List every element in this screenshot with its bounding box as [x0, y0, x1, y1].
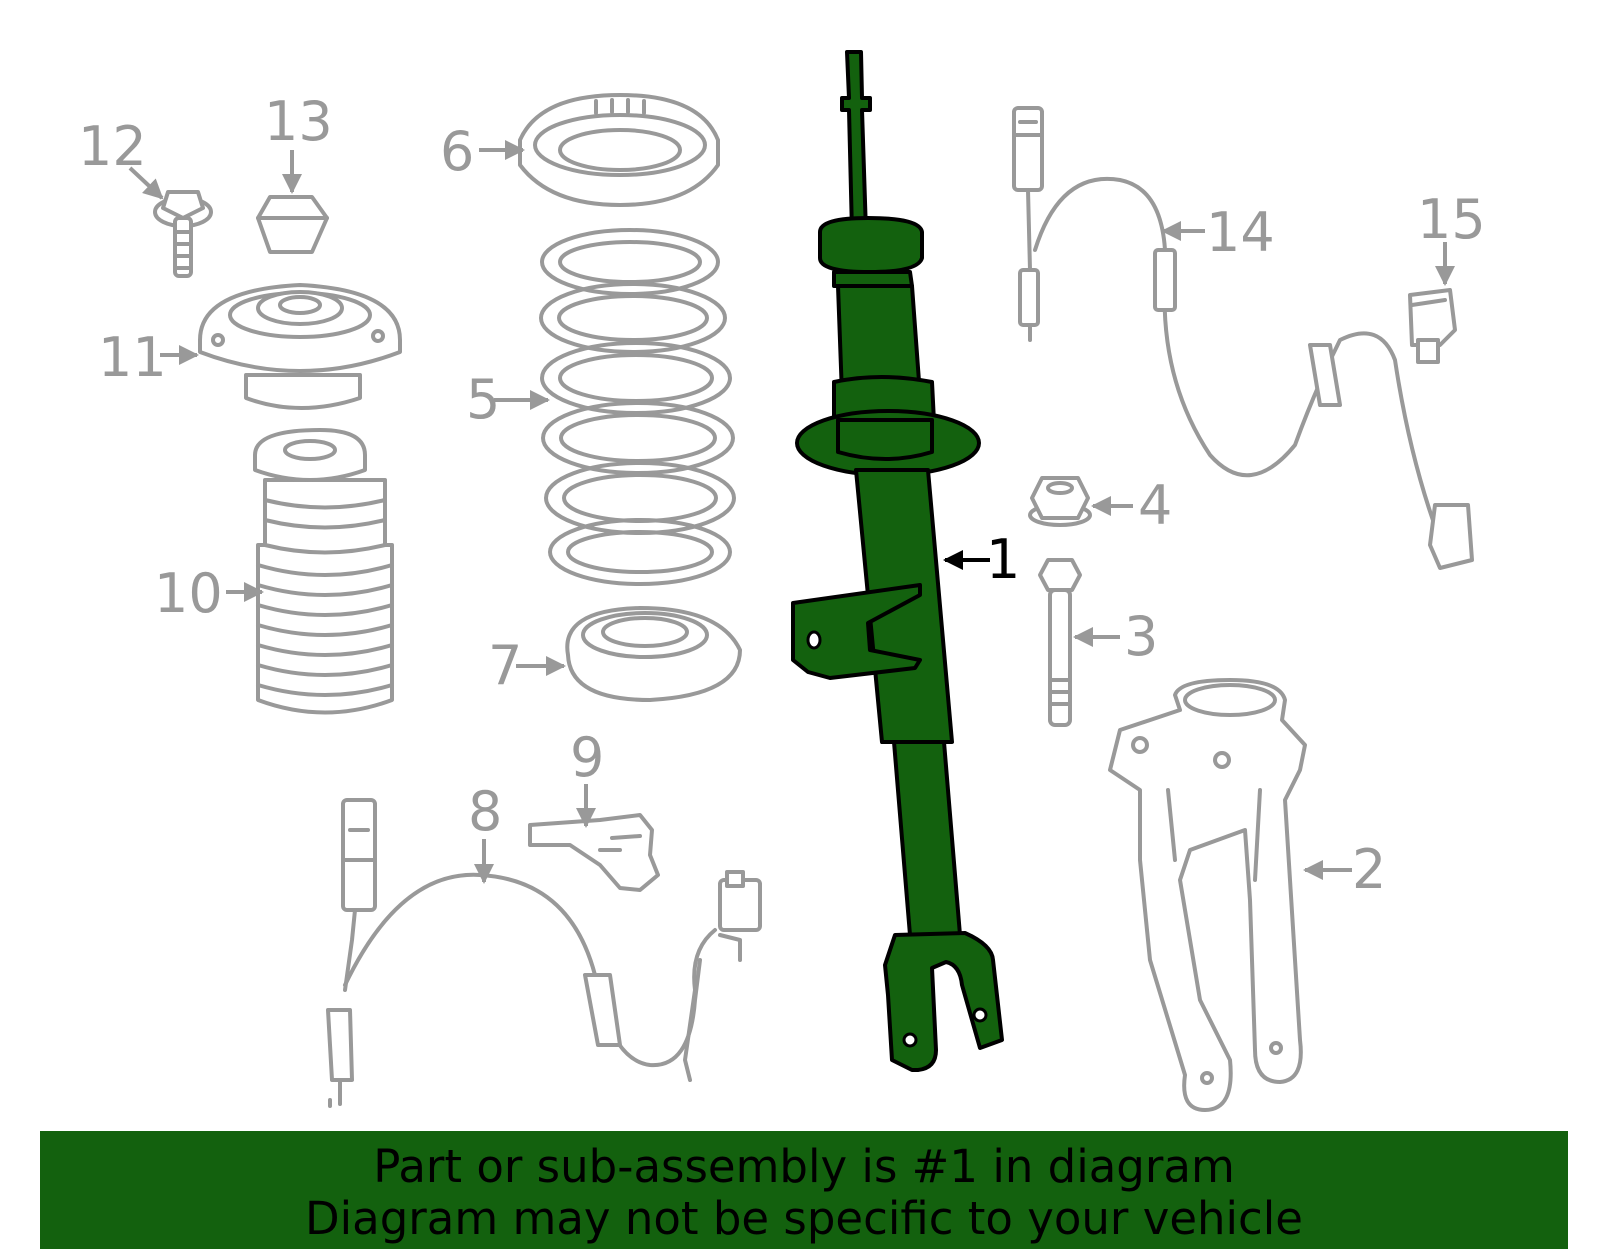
callout-11: 11: [98, 326, 167, 389]
part-9-bracket[interactable]: [528, 813, 660, 892]
info-banner: Part or sub-assembly is #1 in diagram Di…: [40, 1131, 1568, 1249]
part-3-bolt[interactable]: [1038, 558, 1082, 727]
part-15-connector[interactable]: [1408, 288, 1457, 364]
callout-8: 8: [468, 780, 502, 843]
parts-diagram: 1 2 3 4 5 6 7 8 9 10 11 12 13 14 15: [78, 50, 1486, 1112]
part-13-nut[interactable]: [256, 195, 329, 254]
callout-14: 14: [1206, 201, 1275, 264]
callout-9: 9: [570, 726, 604, 789]
part-6-upper-spring-seat[interactable]: [518, 93, 720, 207]
part-7-lower-spring-seat[interactable]: [565, 606, 742, 702]
part-4-flange-nut[interactable]: [1028, 476, 1092, 527]
part-1-strut-assembly[interactable]: [791, 50, 1004, 1072]
part-2-knuckle[interactable]: [1108, 678, 1307, 1112]
callout-labels: 1 2 3 4 5 6 7 8 9 10 11 12 13 14 15: [78, 90, 1486, 901]
callout-1: 1: [986, 528, 1020, 591]
callout-6: 6: [440, 120, 474, 183]
part-12-bolt[interactable]: [153, 190, 213, 278]
part-10-dust-boot[interactable]: [253, 428, 394, 715]
callout-13: 13: [264, 90, 333, 153]
banner-line-1: Part or sub-assembly is #1 in diagram: [373, 1140, 1235, 1193]
banner-line-2: Diagram may not be specific to your vehi…: [305, 1192, 1303, 1245]
leader-arrows: [128, 140, 1455, 884]
callout-4: 4: [1138, 474, 1172, 537]
callout-12: 12: [78, 115, 147, 178]
callout-15: 15: [1417, 188, 1486, 251]
part-5-coil-spring[interactable]: [539, 228, 736, 586]
part-11-strut-mount[interactable]: [198, 283, 402, 410]
callout-3: 3: [1124, 605, 1158, 668]
callout-2: 2: [1352, 838, 1386, 901]
callout-7: 7: [488, 634, 522, 697]
part-14-sensor-wire[interactable]: [1012, 106, 1474, 570]
callout-10: 10: [154, 562, 223, 625]
callout-5: 5: [466, 368, 500, 431]
part-8-sensor-wire[interactable]: [326, 798, 762, 1108]
